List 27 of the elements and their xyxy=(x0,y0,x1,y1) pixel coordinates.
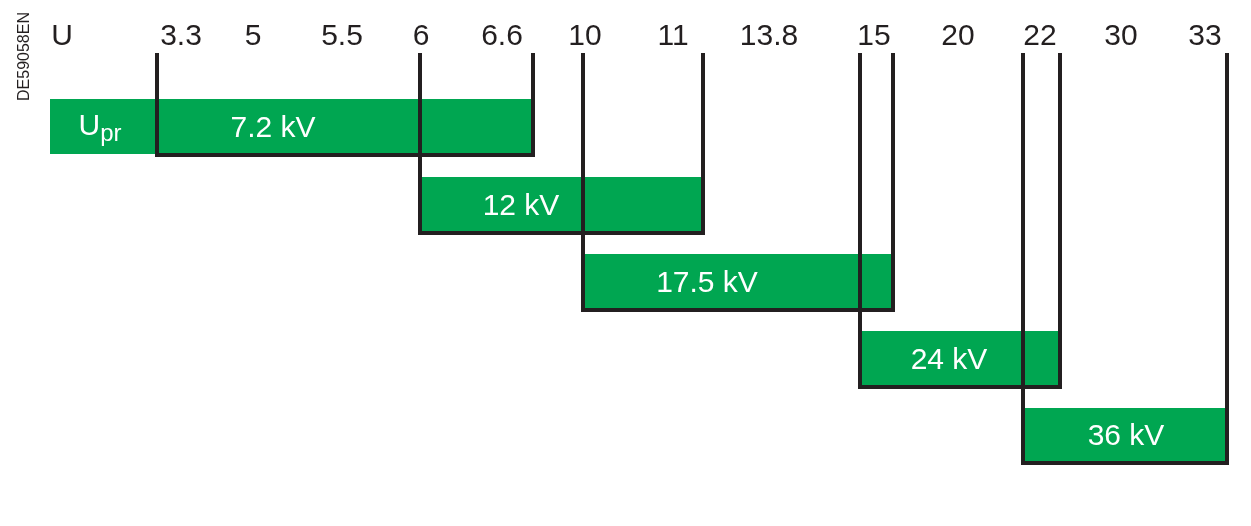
voltage-rating: 36 kV xyxy=(1087,417,1165,453)
voltage-rating: U$_{pr}$ xyxy=(78,107,122,146)
voltage-bar xyxy=(860,331,1060,386)
voltage-value: 6.6 xyxy=(481,20,523,50)
voltage-value: 5 xyxy=(244,20,262,50)
voltage-value: 10 xyxy=(568,20,602,50)
voltage-rating: 24 kV xyxy=(910,341,988,376)
voltage-value: 30 xyxy=(1104,20,1138,50)
voltage-value: 15 xyxy=(857,20,891,50)
voltage-value: 33 xyxy=(1188,20,1222,50)
voltage-value: 3.3 xyxy=(160,20,202,50)
voltage-rating: 12 kV xyxy=(482,187,560,222)
voltage-value: 11 xyxy=(657,20,689,50)
voltage-value: 22 xyxy=(1023,20,1057,50)
voltage-value: 5.5 xyxy=(321,20,363,50)
voltage-value: 13.8 xyxy=(739,20,799,50)
voltage-bar xyxy=(157,99,533,154)
voltage-value: 20 xyxy=(941,20,975,50)
voltage-rating: 17.5 kV xyxy=(656,264,758,299)
drawing-code: DE59058EN xyxy=(16,12,32,101)
voltage-bar xyxy=(420,177,703,232)
voltage-rating: 7.2 kV xyxy=(230,109,316,144)
voltage-bar xyxy=(1023,408,1227,462)
voltage-bar xyxy=(50,99,157,154)
voltage-symbol: U xyxy=(51,20,73,50)
voltage-value: 6 xyxy=(412,20,430,50)
voltage-bar xyxy=(583,254,893,309)
